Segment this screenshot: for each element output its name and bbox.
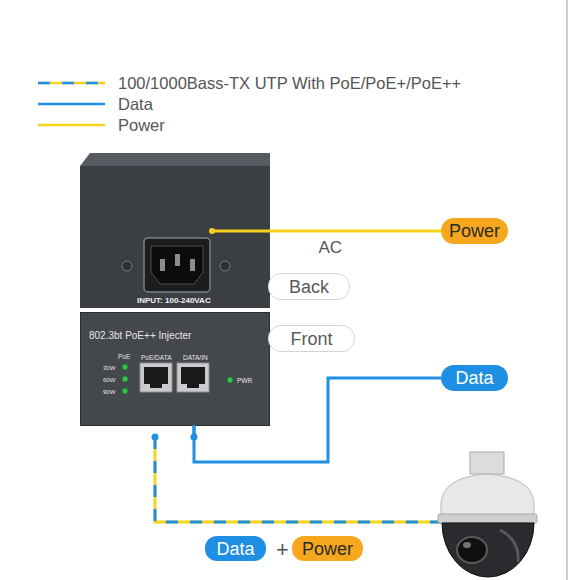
signal-tag: Data	[441, 365, 508, 391]
inlet-recess	[151, 246, 203, 284]
wattage-label: 90W	[103, 389, 115, 395]
tag-text: Data	[216, 540, 254, 558]
dome-highlight	[500, 530, 518, 562]
port-label: PoE/DATA	[141, 355, 171, 362]
legend-line	[38, 124, 105, 127]
status-led	[122, 376, 128, 382]
input-rating: INPUT: 100-240VAC	[137, 297, 211, 305]
tag-text: Front	[290, 330, 332, 348]
tag-text: Data	[455, 369, 493, 387]
signal-tag: Data	[205, 536, 266, 561]
screw	[220, 261, 230, 271]
signal-tag: Power	[441, 218, 508, 244]
port-label: DATA/IN	[183, 355, 208, 362]
power-wire	[212, 230, 270, 233]
ac-inlet	[144, 238, 210, 292]
rj45-port	[177, 363, 209, 392]
plus-sign: +	[276, 539, 289, 561]
led-label: PoE	[118, 354, 130, 361]
device-top	[80, 153, 270, 166]
legend-line	[38, 82, 105, 85]
camera-housing	[441, 474, 534, 518]
legend-row: 100/1000Bass-TX UTP With PoE/PoE+/PoE++	[38, 73, 558, 93]
status-led	[122, 388, 128, 394]
power-led	[227, 377, 233, 383]
legend-line	[38, 82, 105, 85]
legend-text: 100/1000Bass-TX UTP With PoE/PoE+/PoE++	[118, 75, 461, 92]
inlet-pin	[190, 259, 195, 271]
led-label: PWR	[237, 378, 252, 385]
power-cable	[270, 230, 441, 233]
legend-sample	[38, 94, 108, 114]
wire-dot	[209, 228, 215, 234]
signal-tag: Power	[292, 536, 363, 561]
edge-label: AC	[319, 239, 343, 256]
page-border	[566, 0, 568, 580]
back-panel: INPUT: 100-240VAC	[80, 166, 270, 308]
lens-glint	[463, 542, 471, 548]
data-wire	[193, 425, 196, 437]
wattage-label: 60W	[103, 377, 115, 383]
legend-row: Data	[38, 94, 558, 114]
view-tag: Front	[268, 325, 355, 352]
data-cable	[194, 378, 441, 462]
poe-cable-dash	[155, 437, 442, 522]
view-tag: Back	[268, 273, 350, 300]
rj45-port	[140, 363, 172, 392]
legend-sample	[38, 73, 108, 93]
tag-text: Back	[289, 278, 329, 296]
legend-text: Data	[118, 96, 153, 113]
legend-line	[38, 103, 105, 106]
status-led	[122, 364, 128, 370]
camera-lens	[457, 537, 487, 563]
wire-dot	[152, 434, 159, 441]
device-name: 802.3bt PoE++ Injecter	[89, 331, 191, 341]
camera-band	[438, 514, 537, 523]
wire-dot	[191, 434, 198, 441]
poe-cable	[155, 437, 442, 522]
camera-mount	[470, 452, 504, 474]
wattage-label: 30W	[103, 365, 115, 371]
inlet-pin	[160, 259, 165, 271]
legend-row: Power	[38, 115, 558, 135]
legend-text: Power	[118, 117, 165, 134]
port-socket	[181, 367, 205, 388]
inlet-pin	[175, 254, 180, 266]
camera-dome	[442, 523, 534, 577]
tag-text: Power	[302, 540, 353, 558]
screw	[122, 261, 132, 271]
port-socket	[144, 367, 168, 388]
tag-text: Power	[449, 222, 500, 240]
front-panel: 802.3bt PoE++ InjecterPoE30W 60W 90W PoE/DA…	[80, 312, 270, 426]
legend-sample	[38, 115, 108, 135]
